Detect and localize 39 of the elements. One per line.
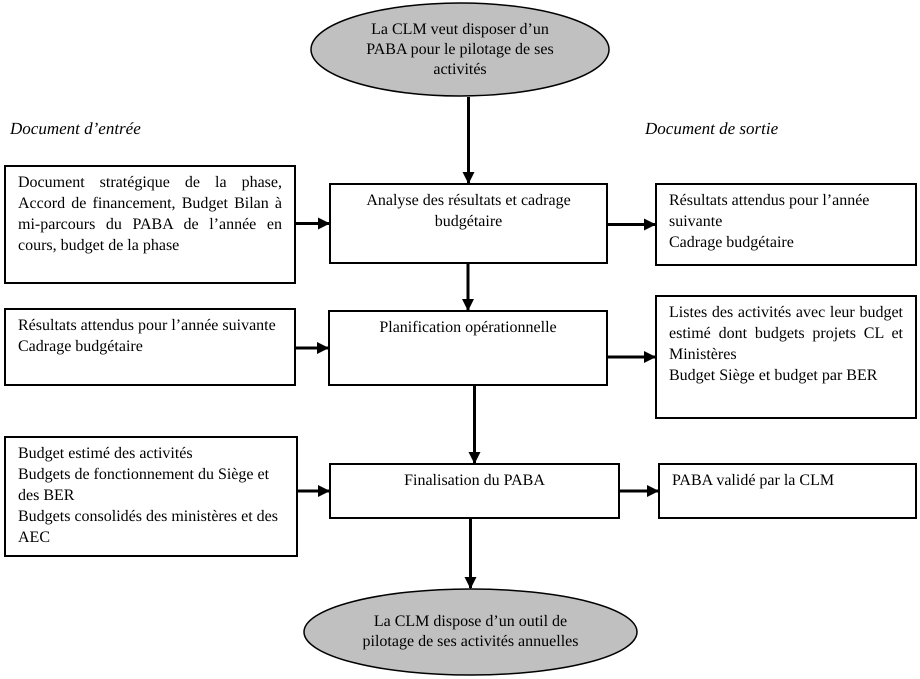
box-text: Résultats attendus pour l’année suivante: [669, 191, 870, 232]
document-box: [4, 436, 298, 557]
process-box: [329, 463, 620, 519]
arrow: [468, 386, 480, 464]
box-text: Finalisation du PABA: [403, 471, 546, 491]
arrow: [620, 485, 659, 497]
arrow: [296, 218, 330, 230]
box-text: Planification opérationnelle: [378, 318, 558, 338]
box-text: Listes des activités avec leur budget estimé dont budgets projets CL et Ministères: [669, 303, 903, 365]
column-heading: Document d’entrée: [10, 118, 141, 140]
process-box: [328, 310, 608, 386]
box-text: Budgets de fonctionnement du Siège et des BER: [18, 465, 270, 506]
box-text: Cadrage budgétaire: [18, 337, 144, 357]
box-text: Cadrage budgétaire: [669, 233, 795, 253]
arrow: [608, 351, 656, 363]
document-box: [4, 308, 296, 386]
arrow: [464, 519, 476, 589]
box-text: Analyse des résultats et cadrage budgétaire: [365, 191, 572, 232]
document-box: [655, 183, 917, 266]
arrow: [462, 264, 474, 311]
box-text: Résultats attendus pour l’année suivante: [18, 316, 277, 336]
document-box: [655, 295, 917, 419]
terminal-ellipse: [303, 588, 638, 676]
ellipse-text: La CLM veut disposer d’un PABA pour le pilotage de ses activités: [365, 20, 555, 80]
process-box: [329, 183, 608, 264]
ellipse-text: La CLM dispose d’un outil de pilotage de ses activités annuelles: [362, 612, 580, 652]
document-box: [4, 165, 296, 284]
box-text: Budget estimé des activités: [18, 444, 194, 464]
terminal-ellipse: [310, 2, 610, 97]
box-text: Budgets consolidés des ministères et des AEC: [18, 507, 279, 548]
box-text: PABA validé par la CLM: [672, 471, 836, 491]
arrow: [296, 342, 329, 354]
box-text: Budget Siège et budget par BER: [669, 366, 878, 386]
column-heading: Document de sortie: [645, 118, 778, 140]
box-text: Document stratégique de la phase, Accord de financement, Budget Bilan à mi-parcours du PABA de l’année en cours, budget de la phase: [18, 173, 282, 256]
arrow: [608, 218, 656, 230]
document-box: [658, 463, 917, 519]
arrow: [298, 485, 330, 497]
arrow: [462, 97, 474, 184]
